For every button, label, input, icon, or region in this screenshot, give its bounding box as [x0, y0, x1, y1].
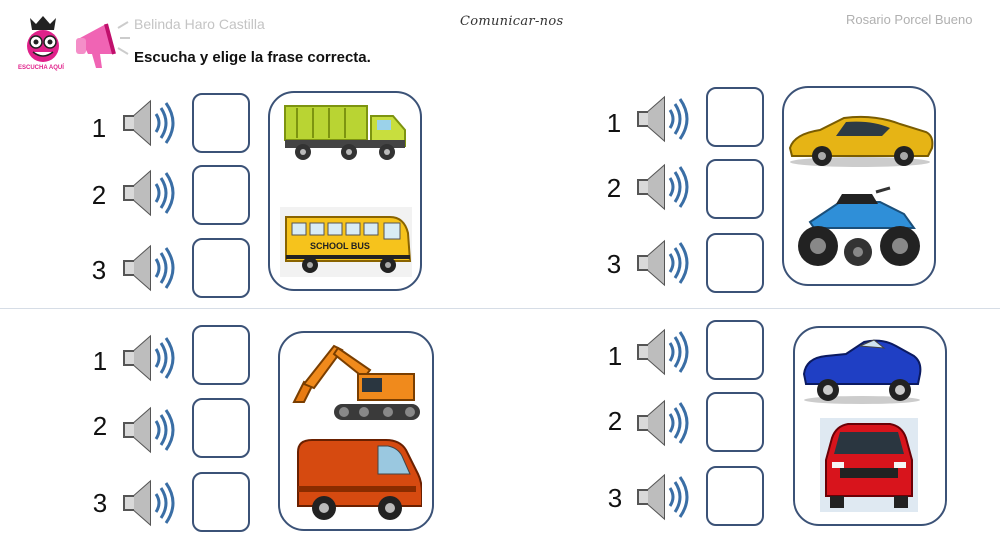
option-number: 2 — [91, 180, 107, 210]
option-number: 1 — [606, 108, 622, 138]
excavator-image — [292, 344, 420, 420]
answer-box[interactable] — [192, 165, 250, 225]
brand-logo: Comunicar-nos — [460, 14, 564, 29]
option-number: 3 — [607, 483, 623, 513]
option-number: 3 — [606, 249, 622, 279]
answer-box[interactable] — [706, 159, 764, 219]
answer-box[interactable] — [192, 398, 250, 458]
author-left: Belinda Haro Castilla — [134, 16, 265, 32]
option-number: 3 — [91, 255, 107, 285]
sports-car-image — [788, 115, 934, 167]
megaphone-icon[interactable] — [72, 14, 132, 74]
answer-box[interactable] — [706, 466, 764, 526]
quad-bike-image — [798, 186, 920, 266]
speaker-icon[interactable] — [634, 238, 692, 288]
answer-box[interactable] — [706, 87, 764, 147]
speaker-icon[interactable] — [120, 98, 178, 148]
option-number: 2 — [606, 173, 622, 203]
mascot-icon — [20, 16, 66, 64]
speaker-icon[interactable] — [120, 243, 178, 293]
answer-box[interactable] — [706, 320, 764, 380]
speaker-icon[interactable] — [634, 398, 692, 448]
bus-text: SCHOOL BUS — [310, 241, 370, 251]
speaker-icon[interactable] — [120, 333, 178, 383]
option-number: 2 — [92, 411, 108, 441]
answer-box[interactable] — [192, 325, 250, 385]
speaker-icon[interactable] — [634, 94, 692, 144]
roadster-image — [802, 339, 922, 404]
listen-label: ESCUCHA AQUÍ — [18, 65, 64, 71]
answer-box[interactable] — [706, 392, 764, 452]
speaker-icon[interactable] — [120, 478, 178, 528]
section-divider — [0, 308, 1000, 309]
speaker-icon[interactable] — [634, 327, 692, 377]
answer-box[interactable] — [706, 233, 764, 293]
option-number: 2 — [607, 406, 623, 436]
option-number: 1 — [91, 113, 107, 143]
truck-image — [284, 105, 406, 160]
answer-box[interactable] — [192, 472, 250, 532]
author-right: Rosario Porcel Bueno — [846, 12, 973, 27]
instruction-text: Escucha y elige la frase correcta. — [134, 49, 371, 66]
speaker-icon[interactable] — [120, 405, 178, 455]
school-bus-image: SCHOOL BUS — [280, 207, 412, 277]
red-minivan-image — [820, 418, 918, 512]
speaker-icon[interactable] — [634, 162, 692, 212]
option-number: 1 — [607, 341, 623, 371]
option-number: 1 — [92, 346, 108, 376]
speaker-icon[interactable] — [120, 168, 178, 218]
van-image — [297, 439, 422, 520]
answer-box[interactable] — [192, 238, 250, 298]
answer-box[interactable] — [192, 93, 250, 153]
speaker-icon[interactable] — [634, 472, 692, 522]
option-number: 3 — [92, 488, 108, 518]
